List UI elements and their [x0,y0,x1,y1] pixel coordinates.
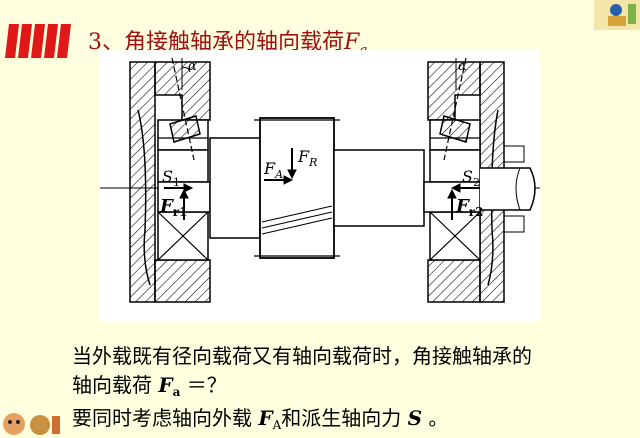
alpha-right-label: α [458,59,467,74]
fr1-label: Fr1 [159,196,187,219]
description-line-2: 轴向载荷 Fa ＝？ [72,373,227,399]
left-housing [129,61,211,303]
red-stripes-logo [5,24,71,58]
s1-label: S1 [162,167,180,189]
description-line-3: 要同时考虑轴向外载 FA和派生轴向力 S 。 [72,406,449,432]
description-line-1: 当外载既有径向载荷又有轴向载荷时，角接触轴承的 [72,344,532,368]
shaft [209,117,425,259]
force-arrows [164,148,480,220]
alpha-left-label: α [188,59,197,74]
fa-diagram-label: FA [263,159,283,181]
bearing-assembly-diagram: α α S1 S2 FA FR Fr1 Fr2 [100,50,540,322]
fr2-label: Fr2 [455,196,483,219]
s2-label: S2 [462,167,480,189]
corner-decoration-icon [594,0,640,30]
right-bearing [429,57,481,261]
cartoon-figure-icon [0,410,62,438]
fr-label: FR [297,147,317,169]
